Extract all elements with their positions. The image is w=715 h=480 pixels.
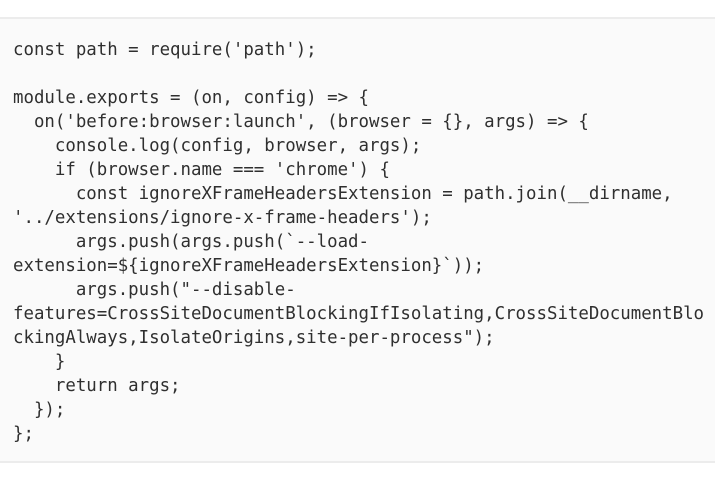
code-line: module.exports = (on, config) => { — [13, 88, 369, 108]
code-line: extension=${ignoreXFrameHeadersExtension… — [13, 256, 485, 276]
code-line: const ignoreXFrameHeadersExtension = pat… — [13, 184, 673, 204]
code-line: }; — [13, 424, 34, 444]
code-line: args.push("--disable- — [13, 280, 296, 300]
code-line: '../extensions/ignore-x-frame-headers'); — [13, 208, 432, 228]
code-line — [13, 62, 709, 86]
code-line: } — [13, 352, 66, 372]
code-line: ckingAlways,IsolateOrigins,site-per-proc… — [13, 328, 495, 348]
code-line: if (browser.name === 'chrome') { — [13, 160, 390, 180]
code-line: console.log(config, browser, args); — [13, 136, 422, 156]
code-line: args.push(args.push(`--load- — [13, 232, 369, 252]
code-line: return args; — [13, 376, 181, 396]
code-line: on('before:browser:launch', (browser = {… — [13, 112, 589, 132]
code-line: const path = require('path'); — [13, 40, 317, 60]
code-block: const path = require('path'); module.exp… — [0, 17, 715, 463]
code-line: }); — [13, 400, 66, 420]
code-line: features=CrossSiteDocumentBlockingIfIsol… — [13, 304, 705, 324]
